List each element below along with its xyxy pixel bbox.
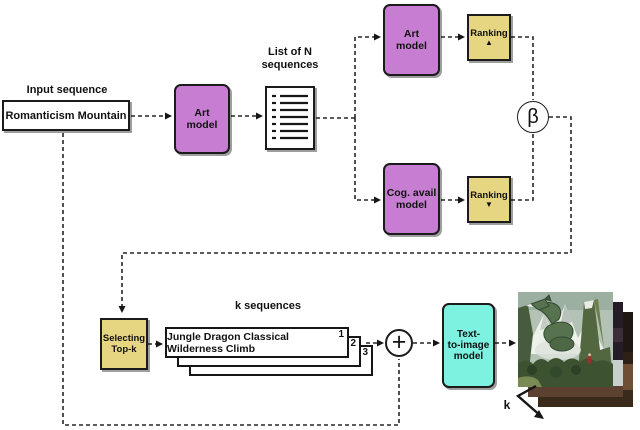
selecting-topk-box: Selecting Top-k <box>100 318 148 370</box>
text-to-image-model-box: Text- to-image model <box>442 303 495 388</box>
sequence-card-1-number: 1 <box>338 329 344 340</box>
k-annotation-label: k <box>503 398 511 412</box>
cog-avail-model-box: Cog. avail model <box>383 163 440 235</box>
sequence-list-icon <box>265 86 315 150</box>
ranking-desc-box: Ranking ▼ <box>467 176 511 223</box>
sequence-card-1-text: Jungle Dragon Classical Wilderness Climb <box>167 330 289 355</box>
sequence-card-3-number: 3 <box>362 347 368 358</box>
ranking-asc-label: Ranking <box>470 28 508 39</box>
list-of-n-label: List of N sequences <box>261 46 319 72</box>
sequence-card-2-number: 2 <box>350 338 356 349</box>
input-sequence-label: Input sequence <box>26 84 108 96</box>
generated-image-1 <box>518 292 613 387</box>
triangle-down-icon: ▼ <box>485 200 493 209</box>
k-stack-brace-icon <box>515 384 544 419</box>
input-sequence-value: Romanticism Mountain <box>5 109 127 122</box>
sequence-card-1: 1 Jungle Dragon Classical Wilderness Cli… <box>165 327 349 358</box>
beta-combiner-circle: β <box>517 101 549 133</box>
plus-aggregator-circle: + <box>385 328 413 357</box>
art-model-top-box: Art model <box>383 4 440 76</box>
document-lines-icon <box>272 94 308 140</box>
ranking-asc-box: Ranking ▲ <box>467 14 511 61</box>
k-sequences-label: k sequences <box>234 300 302 312</box>
ranking-desc-label: Ranking <box>470 190 508 201</box>
art-model-stage1-box: Art model <box>174 84 230 154</box>
input-sequence-box: Romanticism Mountain <box>2 100 130 131</box>
triangle-up-icon: ▲ <box>485 38 493 47</box>
